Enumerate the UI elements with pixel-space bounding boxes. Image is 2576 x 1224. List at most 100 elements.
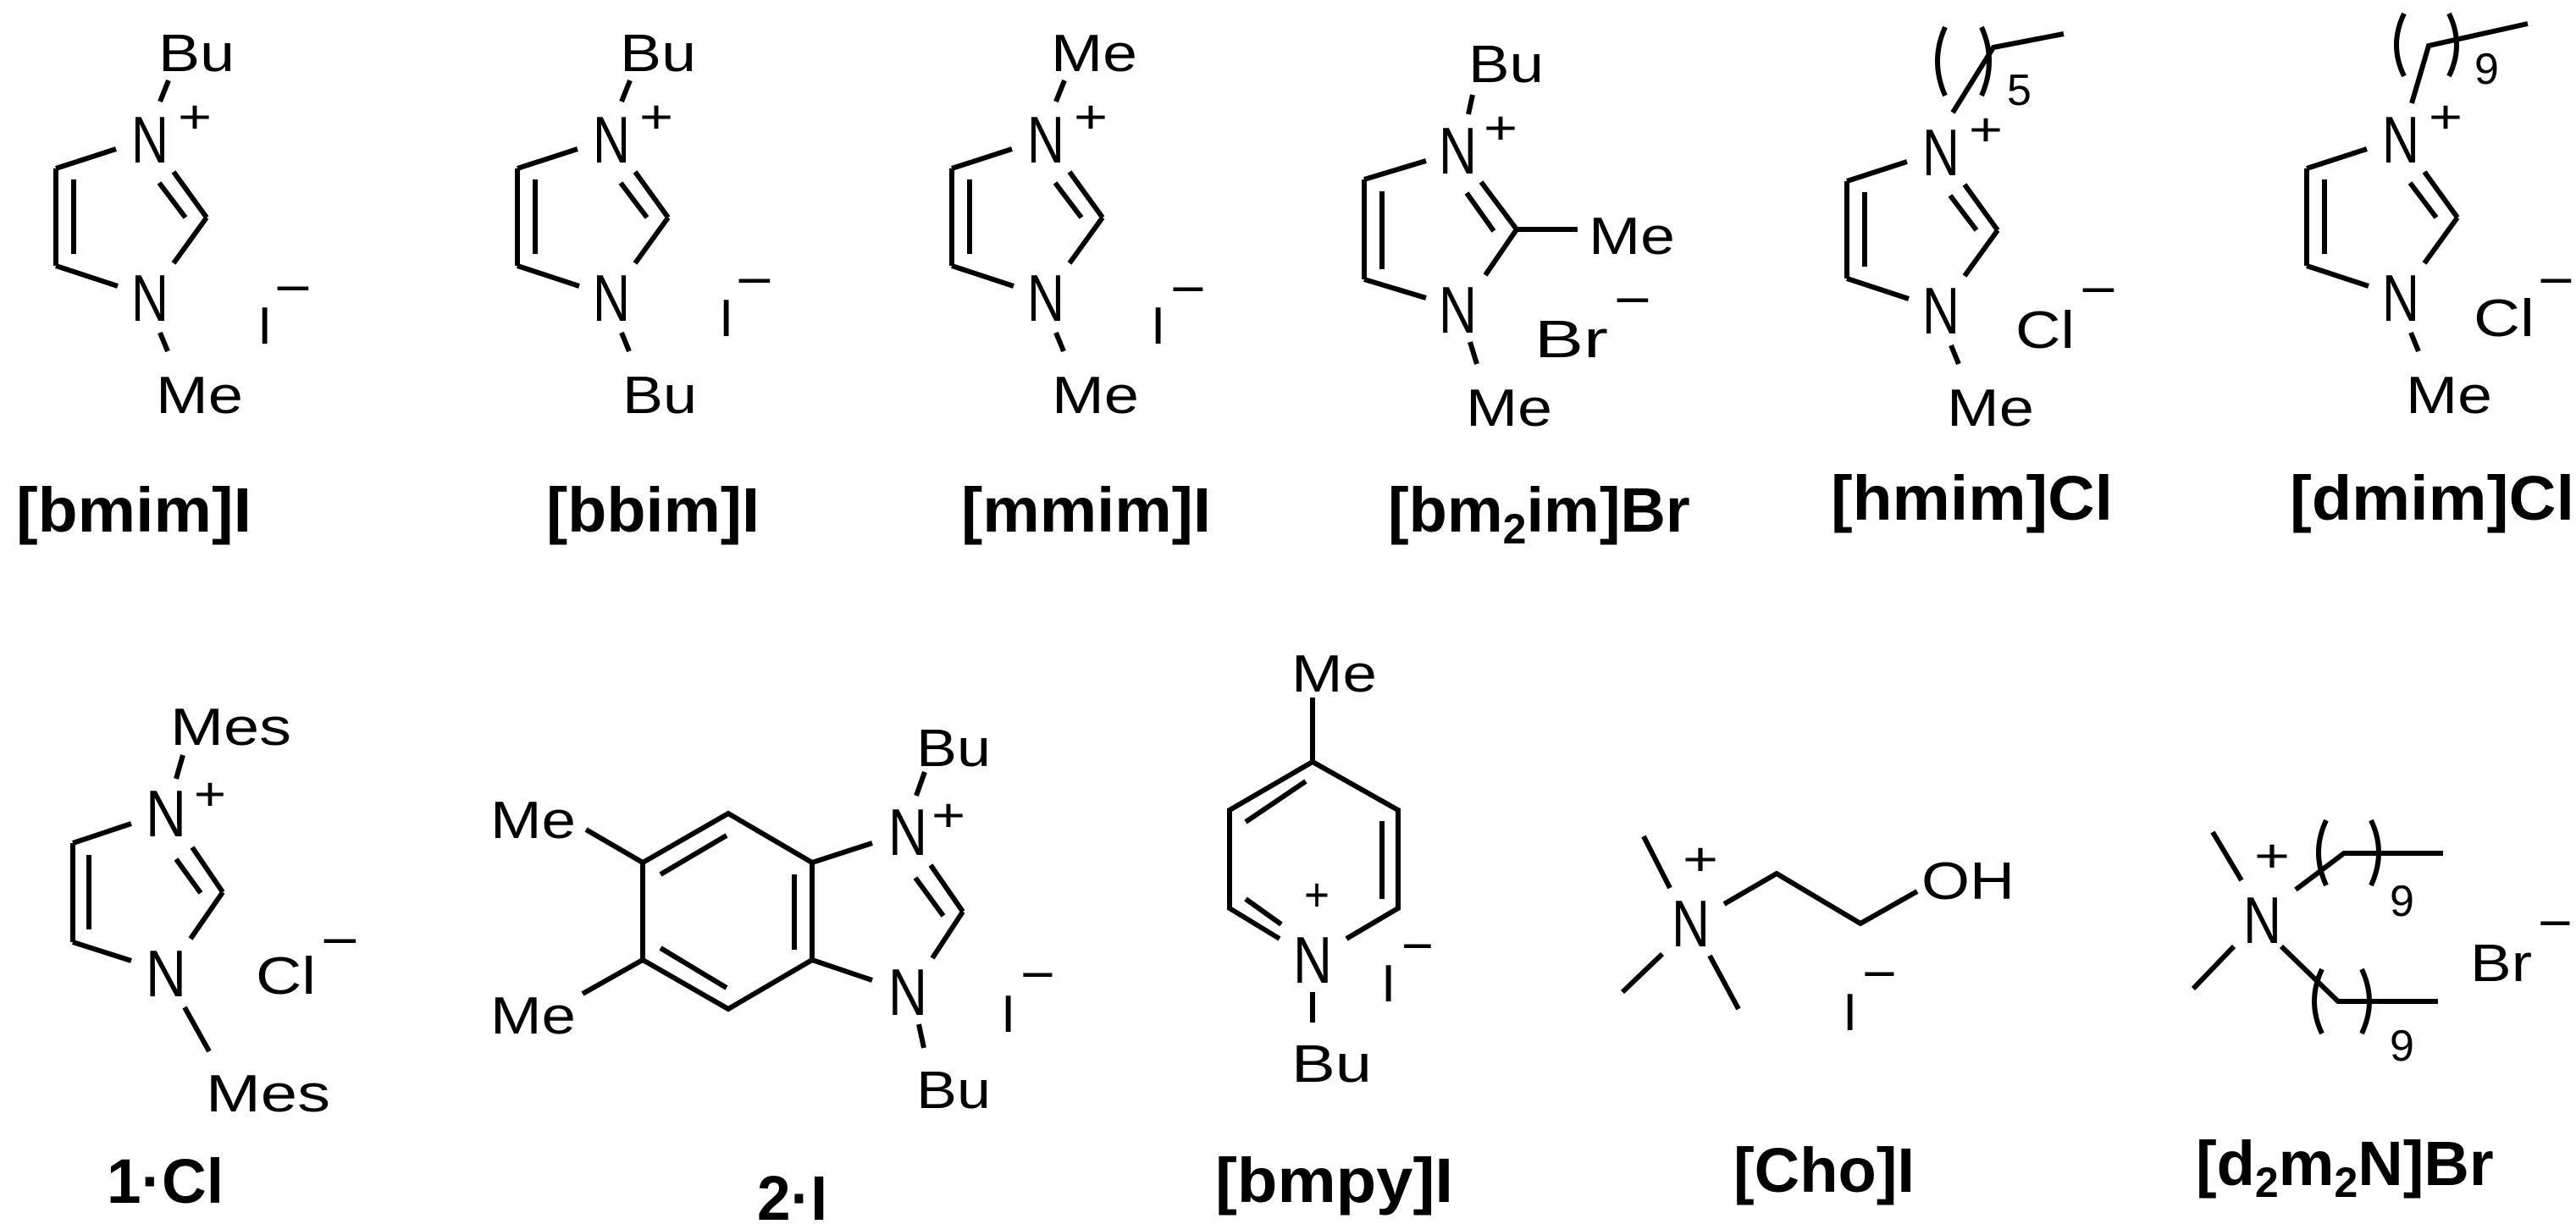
positive-charge: + <box>1484 101 1517 154</box>
bond <box>581 957 644 996</box>
bond <box>55 263 119 289</box>
negative-charge: − <box>736 250 773 311</box>
bond <box>916 1023 926 1049</box>
negative-charge: − <box>2538 892 2573 953</box>
positive-charge: + <box>178 90 212 143</box>
bond <box>633 170 671 219</box>
pyridinium-ring <box>1227 758 1401 941</box>
label-part: N]Br <box>2358 1128 2493 1199</box>
bond <box>951 263 1014 289</box>
substituent-top: Bu <box>158 25 235 83</box>
substituent-top: Bu <box>1468 36 1544 94</box>
alkyl-chain <box>2294 851 2443 892</box>
compound-mmim-i: Me N + N Me I − [mmim]I <box>949 25 1211 545</box>
compound-hmim-cl: N + N Me 5 Cl − [hmim]Cl <box>1831 25 2117 533</box>
bond <box>619 331 632 353</box>
repeat-bracket-close <box>2446 12 2459 78</box>
anion: I <box>719 289 733 348</box>
repeat-bracket-close <box>2359 968 2372 1035</box>
atom-n: N <box>1439 113 1477 188</box>
positive-charge: + <box>931 788 965 841</box>
substituent-bottom: Bu <box>1291 1035 1372 1094</box>
compound-1-cl: Mes N + N Mes Cl − 1·Cl <box>70 698 359 1216</box>
bond <box>72 821 132 846</box>
repeat-count: 9 <box>2474 45 2499 94</box>
compound-label: [mmim]I <box>961 475 1211 545</box>
negative-charge: − <box>2538 250 2574 311</box>
label-part: [bm <box>1388 475 1503 545</box>
label-part: m <box>2279 1128 2335 1199</box>
bond <box>158 331 170 353</box>
label-part: im]Br <box>1526 475 1689 545</box>
bond <box>517 263 580 289</box>
alkyl-chain <box>1950 31 2065 114</box>
substituent-top: Mes <box>170 698 291 757</box>
compound-label: [bmim]I <box>16 475 252 545</box>
bond <box>811 841 873 865</box>
ring-substituent: Me <box>490 791 576 850</box>
bond <box>1846 276 1910 301</box>
bond <box>2306 146 2368 171</box>
bond <box>2306 263 2369 289</box>
positive-charge: + <box>194 767 226 820</box>
bond <box>55 146 117 171</box>
negative-charge: − <box>2080 259 2117 320</box>
double-bond-inner <box>913 876 946 918</box>
bond <box>914 770 927 797</box>
label-subscript: 2 <box>2255 1159 2279 1206</box>
negative-charge: − <box>1614 269 1651 330</box>
negative-charge: − <box>1401 915 1434 976</box>
compound-label: 2·I <box>757 1163 827 1224</box>
anion: I <box>1843 984 1857 1042</box>
substituent-bottom: Me <box>1947 379 2034 438</box>
compound-label: [Cho]I <box>1733 1135 1915 1205</box>
repeat-count: 5 <box>2007 66 2032 115</box>
bond <box>584 827 644 865</box>
anion: I <box>1151 297 1165 356</box>
anion: I <box>257 297 272 356</box>
bond <box>158 79 171 103</box>
hydroxyl-group: OH <box>1921 852 2015 911</box>
double-bond-inner <box>1244 896 1283 927</box>
atom-n: N <box>1027 261 1064 335</box>
double-bond-inner <box>157 181 188 219</box>
bond <box>1707 954 1741 1011</box>
negative-charge: − <box>1862 943 1897 1004</box>
bond <box>811 957 873 983</box>
atom-n: N <box>146 776 186 851</box>
repeat-bracket-open <box>2312 968 2324 1035</box>
bond <box>171 170 209 219</box>
negative-charge: − <box>1020 944 1055 1005</box>
bond <box>1053 79 1067 103</box>
compound-label: [bmpy]I <box>1215 1145 1453 1216</box>
bond <box>1641 835 1672 890</box>
substituent-top: Bu <box>916 720 991 778</box>
atom-n: N <box>1293 923 1332 997</box>
label-part: [d <box>2196 1128 2255 1199</box>
bond <box>517 146 578 171</box>
positive-charge: + <box>1074 90 1108 143</box>
compound-bmpy-i: Me + N Bu I − [bmpy]I <box>1215 645 1453 1216</box>
atom-n: N <box>146 936 186 1011</box>
ring-substituent: Me <box>490 987 576 1045</box>
bond <box>1962 229 2000 278</box>
compound-bbim-i: Bu N + N Bu I − [bbim]I <box>515 25 773 545</box>
alkyl-chain <box>2279 944 2438 1004</box>
double-bond-inner <box>618 181 650 219</box>
atom-n: N <box>2243 883 2281 957</box>
double-bond-inner <box>174 857 203 895</box>
bond <box>951 146 1013 171</box>
repeat-bracket-open <box>2394 12 2407 78</box>
positive-charge: + <box>1304 868 1329 921</box>
substituent-top: Me <box>1291 645 1377 703</box>
atom-n: N <box>131 261 169 335</box>
double-bond-inner <box>659 946 728 990</box>
atom-n: N <box>593 261 630 335</box>
substituent-bottom: Me <box>1052 367 1139 425</box>
substituent-bottom: Me <box>2406 367 2492 425</box>
compound-label: [bbim]I <box>546 475 760 545</box>
double-bond-inner <box>1464 191 1496 233</box>
compound-d2m2n-br: 9 9 N + Br − [d2m2N]Br <box>2191 819 2573 1206</box>
